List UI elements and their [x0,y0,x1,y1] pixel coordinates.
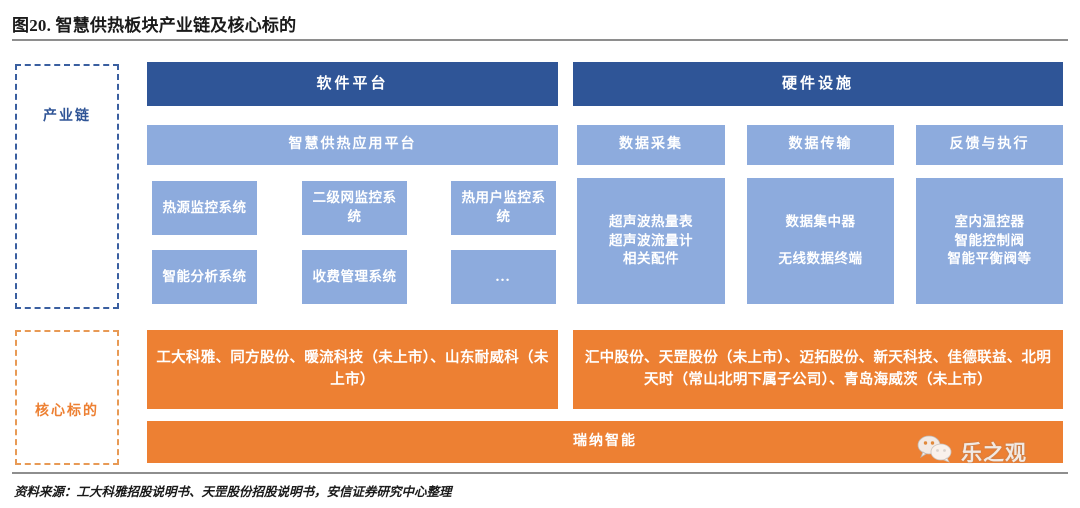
hardware-subheader-1-label: 数据传输 [788,137,853,153]
hardware-subheader-0: 数据采集 [577,125,725,165]
bottom-bar-label: 瑞纳智能 [573,434,637,450]
source-divider [12,472,1068,474]
software-cell-2-label: 热用户监控系统 [461,190,546,224]
industry-chain-label-box: 产业链 [15,64,119,309]
hardware-cell-2: 室内温控器 智能控制阀 智能平衡阀等 [916,178,1063,304]
hardware-header-box: 硬件设施 [573,62,1063,106]
hardware-cell-2-label: 室内温控器 智能控制阀 智能平衡阀等 [947,214,1032,267]
software-platform-box: 智慧供热应用平台 [147,125,558,165]
software-cell-1-label: 二级网监控系统 [312,190,397,224]
figure-title: 图20. 智慧供热板块产业链及核心标的 [12,16,297,35]
software-cell-0: 热源监控系统 [152,181,257,235]
hardware-subheader-2: 反馈与执行 [916,125,1063,165]
software-cell-3: 智能分析系统 [152,250,257,304]
title-divider [12,39,1068,41]
industry-chain-label: 产业链 [43,108,91,124]
software-targets-box: 工大科雅、同方股份、暖流科技（未上市）、山东耐威科（未上市） [147,330,558,409]
hardware-cell-1: 数据集中器 无线数据终端 [747,178,894,304]
hardware-subheader-1: 数据传输 [747,125,894,165]
hardware-subheader-2-label: 反馈与执行 [949,137,1030,153]
hardware-subheader-0-label: 数据采集 [619,137,683,153]
core-targets-label-box: 核心标的 [15,330,119,465]
software-cell-5: … [451,250,556,304]
software-targets-label: 工大科雅、同方股份、暖流科技（未上市）、山东耐威科（未上市） [156,349,549,388]
hardware-targets-box: 汇中股份、天罡股份（未上市）、迈拓股份、新天科技、佳德联益、北明天时（常山北明下… [573,330,1063,409]
software-header-box: 软件平台 [147,62,558,106]
software-cell-1: 二级网监控系统 [302,181,407,235]
hardware-header-label: 硬件设施 [781,75,854,92]
software-cell-4-label: 收费管理系统 [312,268,397,284]
software-platform-label: 智慧供热应用平台 [288,137,417,153]
software-header-label: 软件平台 [316,75,389,92]
software-cell-3-label: 智能分析系统 [162,268,247,284]
software-cell-0-label: 热源监控系统 [162,199,247,215]
source-text: 资料来源：工大科雅招股说明书、天罡股份招股说明书，安信证券研究中心整理 [14,485,452,499]
core-targets-label: 核心标的 [35,403,99,419]
software-cell-5-label: … [495,268,512,285]
hardware-cell-0-label: 超声波热量表 超声波流量计 相关配件 [609,214,693,267]
bottom-bar-box: 瑞纳智能 [147,421,1063,463]
hardware-cell-1-label: 数据集中器 无线数据终端 [778,214,863,267]
software-cell-4: 收费管理系统 [302,250,407,304]
hardware-cell-0: 超声波热量表 超声波流量计 相关配件 [577,178,725,304]
hardware-targets-label: 汇中股份、天罡股份（未上市）、迈拓股份、新天科技、佳德联益、北明天时（常山北明下… [584,349,1052,388]
software-cell-2: 热用户监控系统 [451,181,556,235]
